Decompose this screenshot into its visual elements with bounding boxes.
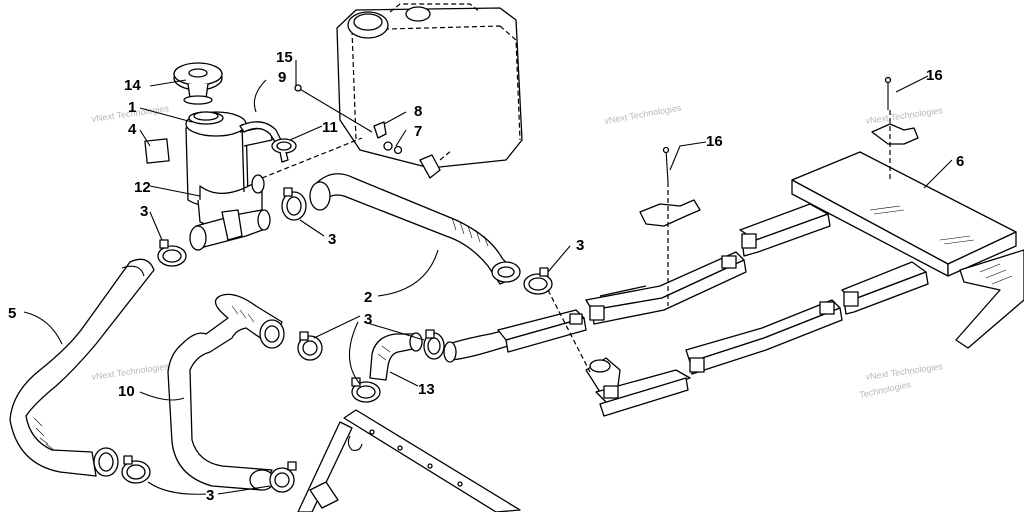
lower-bracket-rail — [297, 409, 521, 512]
filler-neck-tank — [185, 111, 273, 228]
hose-left — [9, 258, 155, 477]
callout-labels: 1 2 3 3 3 3 3 4 5 6 7 8 9 10 11 12 13 14… — [8, 49, 964, 504]
callout-9: 9 — [278, 69, 286, 86]
heat-exchanger-front-lower — [595, 369, 691, 417]
hose-upper — [309, 173, 521, 285]
tank-outlet-fitting — [189, 209, 271, 251]
mount-bracket-right — [871, 76, 919, 145]
callout-3e: 3 — [206, 487, 214, 504]
callout-8: 8 — [414, 103, 422, 120]
overflow-hose — [239, 121, 297, 163]
hose-elbow — [369, 332, 423, 381]
watermark-7: Technologies — [858, 379, 912, 400]
callout-1: 1 — [128, 99, 136, 116]
callout-15: 15 — [276, 49, 293, 66]
clamp-4 — [297, 331, 323, 361]
callout-11: 11 — [322, 119, 338, 136]
heat-exchanger-main — [791, 151, 1024, 349]
watermark-6: vNext Technologies — [865, 361, 944, 382]
clamp-8 — [269, 461, 297, 493]
callout-14: 14 — [124, 77, 141, 94]
callout-13: 13 — [418, 381, 435, 398]
callout-16b: 16 — [926, 67, 943, 84]
fitting-elbow — [585, 357, 621, 393]
hose-lower — [167, 293, 285, 491]
clamp-1 — [157, 239, 187, 267]
clamp-6 — [351, 377, 381, 403]
heat-exchanger-upper-short — [739, 203, 831, 257]
radiator-cap — [173, 62, 223, 105]
clamp-2 — [281, 187, 307, 221]
callout-5: 5 — [8, 305, 16, 322]
mount-bracket-left — [639, 146, 701, 227]
heat-exchanger-mid-long — [685, 299, 843, 375]
callout-3a: 3 — [140, 203, 148, 220]
callout-3b: 3 — [328, 231, 336, 248]
watermark-3: vNext Technologies — [604, 103, 683, 126]
callout-7: 7 — [414, 123, 422, 140]
callout-16a: 16 — [706, 133, 723, 150]
watermark-5: vNext Technologies — [91, 361, 170, 382]
leader-lines — [23, 60, 953, 495]
callout-4: 4 — [128, 121, 137, 138]
callout-3d: 3 — [364, 311, 372, 328]
hose-clamps — [121, 187, 553, 493]
coolant-reservoir — [336, 3, 523, 179]
hose-right-short — [443, 329, 509, 363]
watermark-4: vNext Technologies — [865, 105, 944, 126]
callout-12: 12 — [134, 179, 151, 196]
decal — [144, 138, 170, 164]
clamp-7 — [121, 455, 151, 484]
heat-exchanger-left-long — [585, 251, 747, 325]
callout-10: 10 — [118, 383, 135, 400]
heat-exchanger-front-left — [497, 309, 587, 353]
callout-6: 6 — [956, 153, 964, 170]
callout-3c: 3 — [576, 237, 584, 254]
heat-exchanger-right-short — [841, 261, 929, 315]
callout-2: 2 — [364, 289, 372, 306]
clamp-5 — [423, 329, 445, 360]
clamp-3 — [523, 267, 553, 295]
screw-assembly — [294, 84, 403, 155]
